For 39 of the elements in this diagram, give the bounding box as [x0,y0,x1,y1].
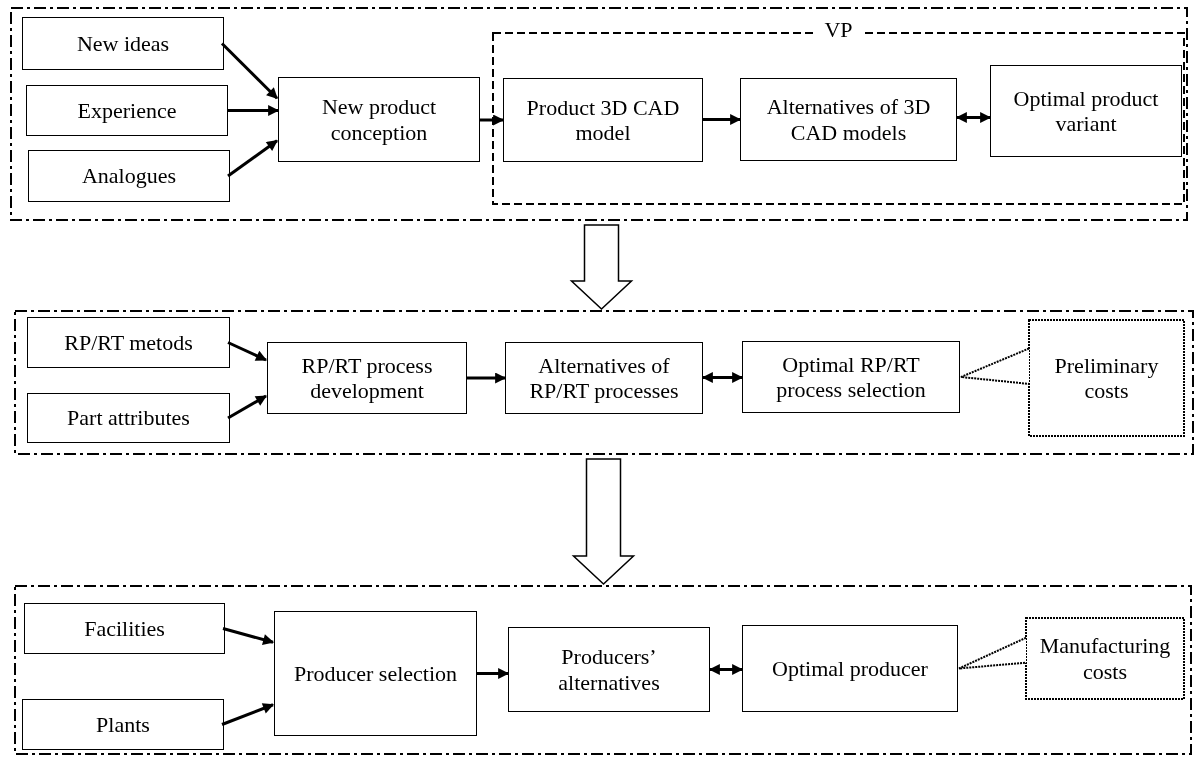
arrow [480,114,505,126]
process-box: Producers’ alternatives [508,627,710,712]
double-arrow [955,112,992,123]
block-arrow [569,224,634,311]
process-box: Plants [22,699,224,750]
arrow [227,394,267,420]
callout-box: Preliminary costs [1028,319,1185,437]
stage-panel [14,585,1192,755]
arrow [703,114,742,125]
process-box: New product conception [278,77,480,162]
process-box: Alternatives of 3D CAD models [740,78,957,161]
stage-panel [10,7,1188,221]
callout-box: Manufacturing costs [1025,617,1185,700]
arrow [222,627,275,645]
arrow [228,105,280,116]
process-box: RP/RT process development [267,342,467,414]
arrow [467,372,507,384]
process-box: RP/RT metods [27,317,230,368]
process-box: Producer selection [274,611,477,736]
process-box: Optimal producer [742,625,958,712]
process-box: Optimal product variant [990,65,1182,157]
process-box: Product 3D CAD model [503,78,703,162]
process-box: Facilities [24,603,225,654]
block-arrow [571,458,636,586]
arrow [221,703,275,726]
process-box: New ideas [22,17,224,70]
callout-pointer [958,636,1027,670]
stage-panel [14,310,1194,455]
process-box: Alternatives of RP/RT processes [505,342,703,414]
arrow [227,341,267,362]
arrow [477,668,510,679]
process-box: Analogues [28,150,230,202]
arrow [227,139,278,178]
double-arrow [708,664,744,675]
double-arrow [701,372,744,383]
process-box: Experience [26,85,228,136]
arrow [220,42,279,100]
process-box: Part attributes [27,393,230,443]
callout-pointer [960,347,1030,385]
